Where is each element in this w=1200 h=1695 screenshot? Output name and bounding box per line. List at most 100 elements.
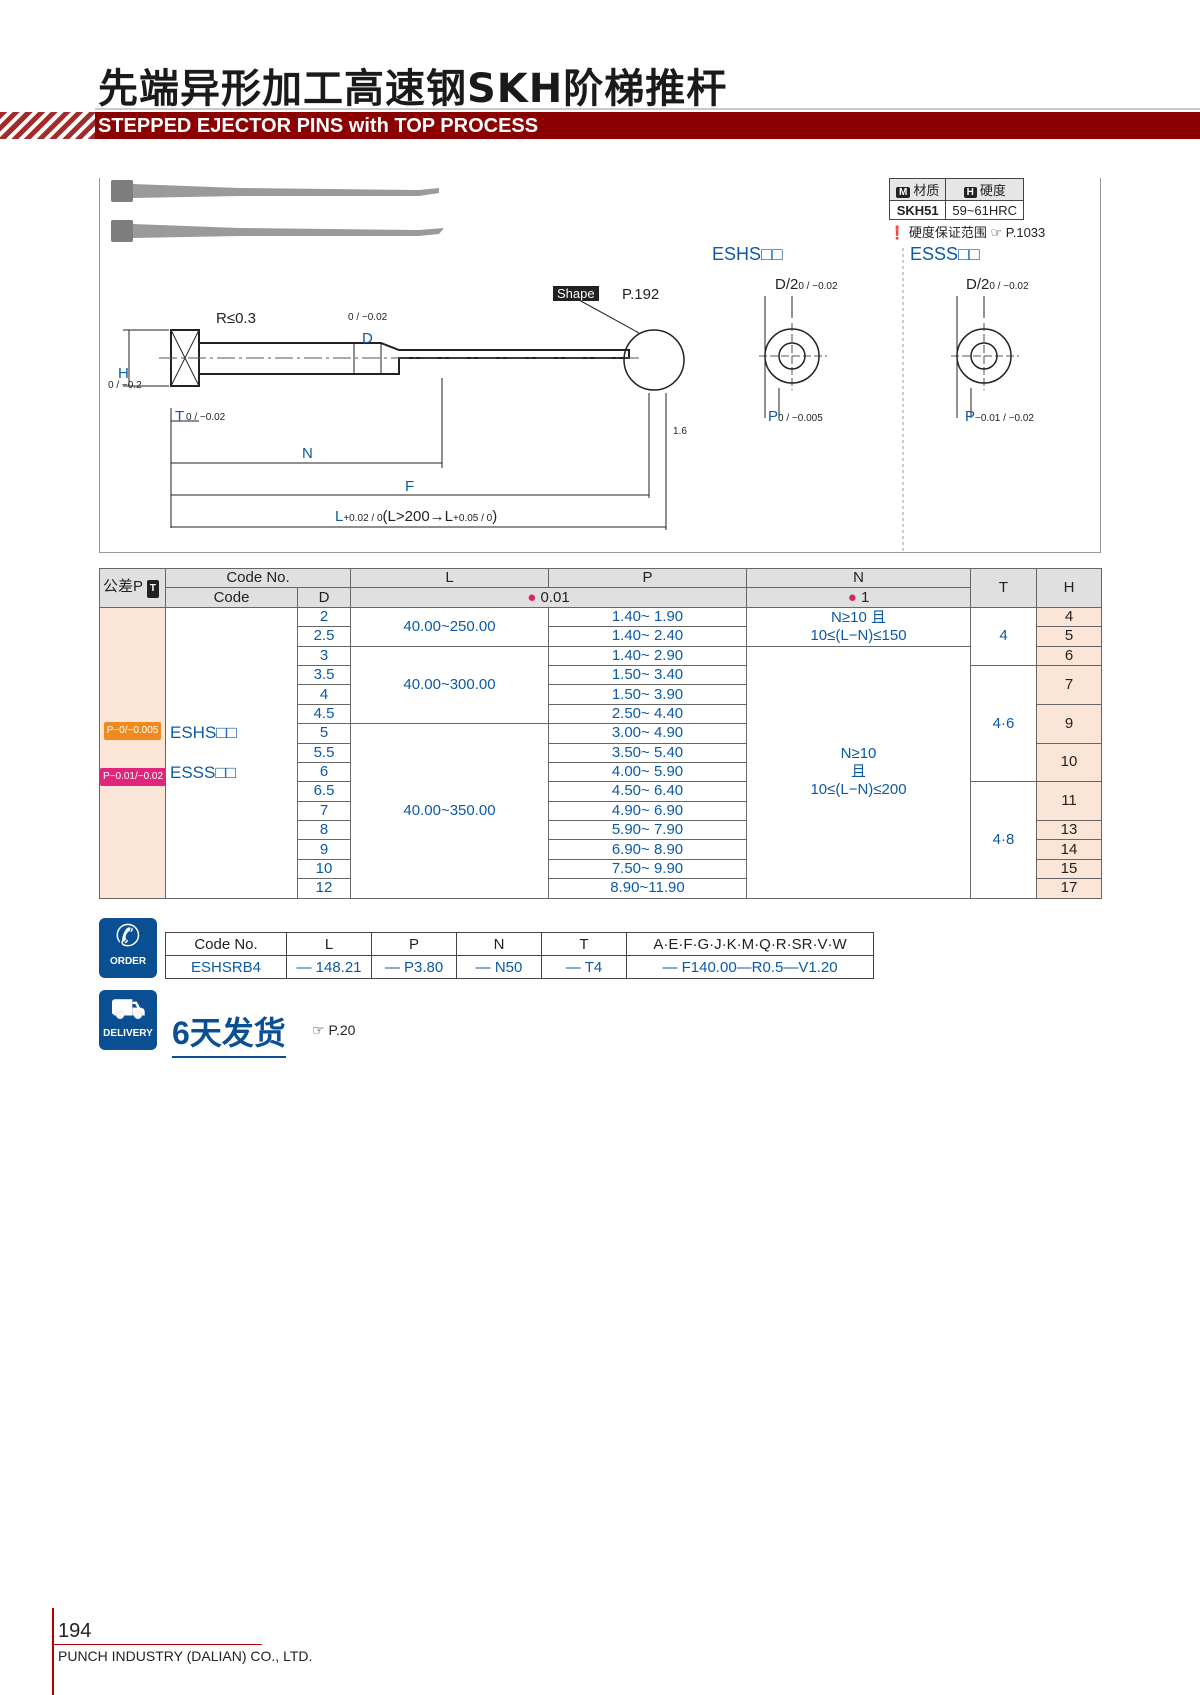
p-range: 3.50~ 5.40 <box>548 742 747 763</box>
l-range: 40.00~250.00 <box>350 606 549 647</box>
code-cell: ESHS□□ ESSS□□ <box>165 606 298 899</box>
p-range: 4.50~ 6.40 <box>548 781 747 802</box>
table-row: 8 5.90~ 7.90 13 <box>100 820 1102 841</box>
table-row: 2.5 1.40~ 2.40 5 <box>100 626 1102 647</box>
h-value: 10 <box>1036 742 1102 783</box>
d-value: 9 <box>297 839 351 860</box>
p-range: 1.50~ 3.90 <box>548 684 747 705</box>
ref-hand-icon: ☞ <box>312 1022 325 1038</box>
code-no-header: Code No. <box>165 567 351 589</box>
order-value: — N50 <box>456 955 542 979</box>
esss-view-title: ESSS□□ <box>910 244 980 264</box>
hardness-note: ❗ 硬度保证范围 ☞ P.1033 <box>889 225 1046 240</box>
order-header: P <box>371 932 457 956</box>
order-value: — T4 <box>541 955 627 979</box>
h-value: 5 <box>1036 626 1102 647</box>
table-row: 10 7.50~ 9.90 15 <box>100 858 1102 880</box>
order-header: Code No. <box>165 932 287 956</box>
d-header: D <box>297 587 351 608</box>
d-value: 5.5 <box>297 742 351 763</box>
angle-label: 1.6 <box>673 426 687 437</box>
p-range: 2.50~ 4.40 <box>548 703 747 725</box>
page-subtitle: STEPPED EJECTOR PINS with TOP PROCESS <box>98 115 539 137</box>
order-value: — P3.80 <box>371 955 457 979</box>
table-row: 6.5 4.50~ 6.40 4·8 11 <box>100 781 1102 899</box>
shape-detail-circle <box>623 329 685 391</box>
d-value: 8 <box>297 820 351 841</box>
t-value: 4·6 <box>970 664 1037 783</box>
shape-badge: Shape <box>553 286 599 301</box>
drawing-panel <box>99 178 1101 553</box>
company-name: PUNCH INDUSTRY (DALIAN) CO., LTD. <box>58 1648 313 1664</box>
spec-table: 公差P T Code No. L P N T H Code D ● 0.01 ●… <box>99 567 1102 899</box>
d-tolerance: 0 / −0.02 <box>348 312 388 323</box>
t-value: 4·8 <box>970 781 1037 899</box>
banner-bar <box>95 112 1200 139</box>
esss-p-label: P−0.01 / −0.02 <box>965 408 1034 425</box>
order-header: A·E·F·G·J·K·M·Q·R·SR·V·W <box>626 932 874 956</box>
h-value: 7 <box>1036 664 1102 705</box>
h-header: H <box>1036 568 1102 608</box>
l-dimension: L+0.02 / 0(L>200→L+0.05 / 0) <box>335 508 498 525</box>
ref-hand-icon: ☞ <box>990 225 1003 240</box>
phone-icon: ✆ <box>115 920 141 953</box>
d-value: 2.5 <box>297 626 351 647</box>
tolerance-cell: P−0/−0.005 P−0.01/−0.02 <box>99 606 167 899</box>
eshs-d2-label: D/20 / −0.02 <box>775 276 838 293</box>
n-header: N <box>746 567 971 589</box>
d-value: 5 <box>297 723 351 744</box>
order-value: — F140.00—R0.5—V1.20 <box>626 955 874 979</box>
order-icon: ✆ ORDER <box>99 918 157 978</box>
page-title: 先端异形加工高速钢SKH阶梯推杆 <box>98 66 728 112</box>
info-icon: ❗ <box>889 225 906 240</box>
order-example-table: Code No. L P N T A·E·F·G·J·K·M·Q·R·SR·V·… <box>165 932 874 979</box>
p-range: 5.90~ 7.90 <box>548 820 747 841</box>
footer-rule-vertical <box>52 1608 54 1695</box>
p-range: 4.00~ 5.90 <box>548 761 747 783</box>
table-row: P−0/−0.005 P−0.01/−0.02 ESHS□□ ESSS□□ 2 … <box>99 606 1102 899</box>
t-label: T <box>175 408 185 425</box>
banner-stripes <box>0 112 95 139</box>
h-label: H <box>118 365 129 382</box>
table-row: 9 6.90~ 8.90 14 <box>100 839 1102 860</box>
delivery-icon: ⛟ DELIVERY <box>99 990 157 1050</box>
p-range: 1.40~ 1.90 <box>548 606 747 628</box>
d-label: D <box>362 330 373 347</box>
top-rule <box>95 108 1200 110</box>
d-value: 3.5 <box>297 664 351 686</box>
order-header: T <box>541 932 627 956</box>
l-range: 40.00~350.00 <box>350 723 549 899</box>
t-tolerance: 0 / −0.02 <box>186 412 226 423</box>
d-value: 6 <box>297 761 351 783</box>
d-value: 10 <box>297 858 351 880</box>
title-banner: STEPPED EJECTOR PINS with TOP PROCESS <box>0 112 1200 139</box>
tol-header: 公差P T <box>99 568 166 608</box>
footer-rule-horizontal <box>52 1644 262 1645</box>
d-value: 4.5 <box>297 703 351 725</box>
shape-leader <box>578 299 640 334</box>
d-value: 2 <box>297 606 351 628</box>
l-header: L <box>350 567 549 589</box>
esss-d2-label: D/20 / −0.02 <box>966 276 1029 293</box>
h-value: 9 <box>1036 703 1102 744</box>
n-step-header: ● 1 <box>746 587 971 608</box>
delivery-days: 6天发货 <box>172 1008 286 1058</box>
p-range: 1.40~ 2.90 <box>548 645 747 666</box>
truck-icon: ⛟ <box>110 993 146 1024</box>
eshs-view-title: ESHS□□ <box>712 244 783 264</box>
h-value: 13 <box>1036 820 1102 841</box>
delivery-ref: ☞ P.20 <box>312 1022 356 1038</box>
l-range: 40.00~300.00 <box>350 645 549 725</box>
material-value: SKH51 <box>888 200 947 220</box>
table-row: 6 4.00~ 5.90 <box>100 761 1102 783</box>
dimension-lines <box>123 329 667 530</box>
p-range: 4.90~ 6.90 <box>548 800 747 822</box>
order-value: ESHSRB4 <box>165 955 287 979</box>
p-range: 7.50~ 9.90 <box>548 858 747 880</box>
lp-step-header: ● 0.01 <box>350 587 747 608</box>
